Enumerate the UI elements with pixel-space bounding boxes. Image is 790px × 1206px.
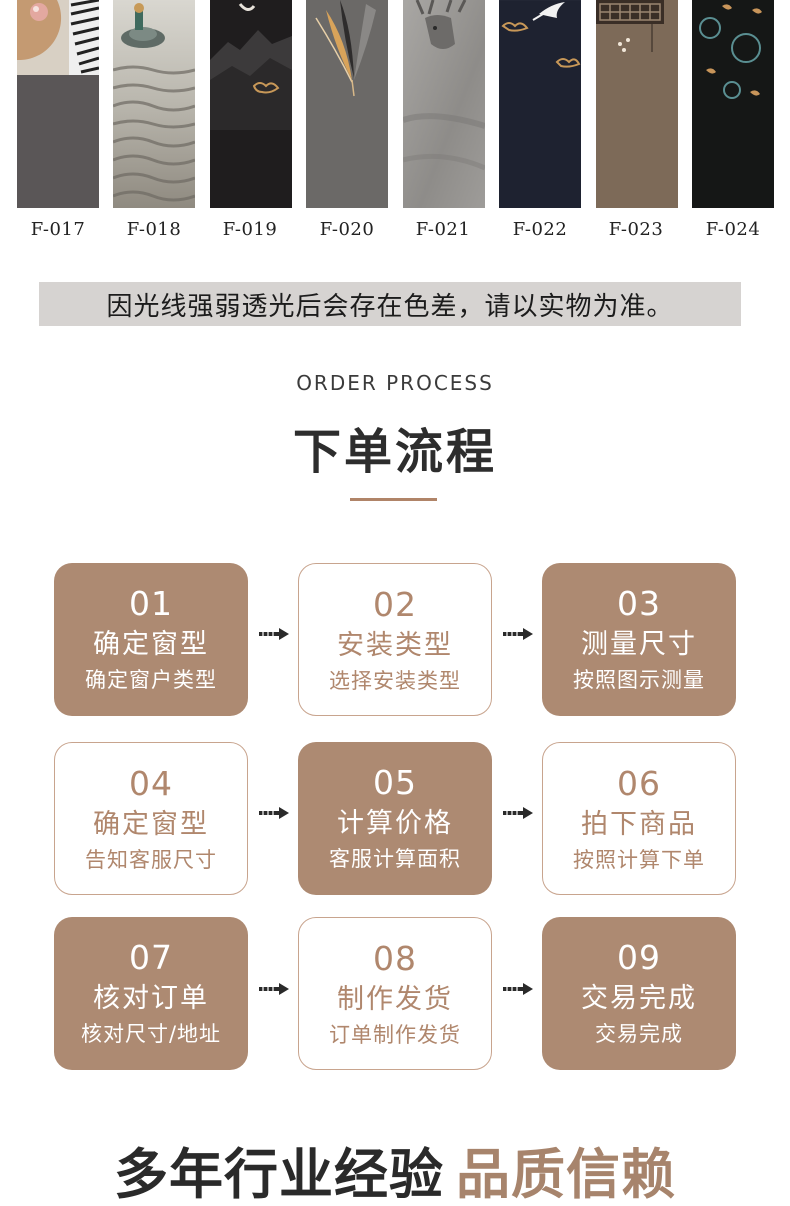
step-card-04: 04 确定窗型 告知客服尺寸 [54, 742, 248, 895]
step-subtitle: 按照计算下单 [573, 848, 705, 872]
arrow-right-icon [503, 982, 533, 996]
swatch-f019[interactable] [210, 0, 292, 208]
swatch-code: F-018 [126, 219, 182, 240]
swatch-code: F-021 [415, 219, 471, 240]
step-number: 05 [373, 763, 417, 802]
arrow-right-icon [503, 627, 533, 641]
step-title: 确定窗型 [93, 629, 209, 660]
step-subtitle: 确定窗户类型 [85, 668, 217, 692]
color-notice: 因光线强弱透光后会存在色差，请以实物为准。 [39, 282, 741, 326]
arrow-right-icon [259, 982, 289, 996]
step-subtitle: 选择安装类型 [329, 669, 461, 693]
step-card-01: 01 确定窗型 确定窗户类型 [54, 563, 248, 716]
swatch-code: F-024 [705, 219, 761, 240]
swatch-f023[interactable] [596, 0, 678, 208]
step-number: 04 [129, 764, 173, 803]
swatch-f024[interactable] [692, 0, 774, 208]
step-card-08: 08 制作发货 订单制作发货 [298, 917, 492, 1070]
step-number: 02 [373, 585, 417, 624]
step-subtitle: 订单制作发货 [329, 1023, 461, 1047]
swatch-f021[interactable] [403, 0, 485, 208]
step-subtitle: 客服计算面积 [329, 847, 461, 871]
deer-icon [403, 0, 485, 208]
step-subtitle: 交易完成 [595, 1022, 683, 1046]
step-card-05: 05 计算价格 客服计算面积 [298, 742, 492, 895]
mountain-icon [210, 0, 292, 208]
feather-icon [306, 0, 388, 208]
step-title: 计算价格 [337, 808, 453, 839]
step-number: 07 [129, 938, 173, 977]
arrow-right-icon [259, 806, 289, 820]
step-title: 制作发货 [337, 984, 453, 1015]
water-icon [113, 0, 195, 208]
step-number: 01 [129, 584, 173, 623]
step-card-09: 09 交易完成 交易完成 [542, 917, 736, 1070]
step-title: 确定窗型 [93, 809, 209, 840]
swatch-code: F-017 [30, 219, 86, 240]
step-subtitle: 按照图示测量 [573, 668, 705, 692]
arrow-right-icon [503, 806, 533, 820]
step-number: 03 [617, 584, 661, 623]
swatch-code: F-022 [512, 219, 568, 240]
swatch-f022[interactable] [499, 0, 581, 208]
swatch-gallery: F-017 F-018 F- [0, 0, 790, 245]
heading-divider [350, 498, 437, 501]
lattice-icon [596, 0, 678, 208]
step-card-07: 07 核对订单 核对尺寸/地址 [54, 917, 248, 1070]
slogan: 多年行业经验品质信赖 [0, 1130, 790, 1206]
step-title: 安装类型 [337, 630, 453, 661]
step-number: 09 [617, 938, 661, 977]
step-card-06: 06 拍下商品 按照计算下单 [542, 742, 736, 895]
swatch-code: F-019 [222, 219, 278, 240]
step-card-02: 02 安装类型 选择安装类型 [298, 563, 492, 716]
step-title: 交易完成 [581, 983, 697, 1014]
step-number: 08 [373, 939, 417, 978]
swatch-code: F-020 [319, 219, 375, 240]
step-subtitle: 核对尺寸/地址 [80, 1022, 222, 1046]
step-number: 06 [617, 764, 661, 803]
swatch-f020[interactable] [306, 0, 388, 208]
crane-icon [499, 0, 581, 208]
section-title: 下单流程 [292, 424, 497, 480]
zebra-icon [17, 0, 99, 208]
step-card-03: 03 测量尺寸 按照图示测量 [542, 563, 736, 716]
step-title: 测量尺寸 [581, 629, 697, 660]
swatch-f017[interactable] [17, 0, 99, 208]
swatch-f018[interactable] [113, 0, 195, 208]
step-subtitle: 告知客服尺寸 [85, 848, 217, 872]
step-title: 拍下商品 [581, 809, 697, 840]
arrow-right-icon [259, 627, 289, 641]
fish-icon [692, 0, 774, 208]
section-title-en: ORDER PROCESS [296, 371, 494, 395]
slogan-primary: 多年行业经验 [114, 1143, 444, 1206]
step-title: 核对订单 [93, 983, 209, 1014]
swatch-code: F-023 [608, 219, 664, 240]
slogan-accent: 品质信赖 [456, 1143, 676, 1206]
